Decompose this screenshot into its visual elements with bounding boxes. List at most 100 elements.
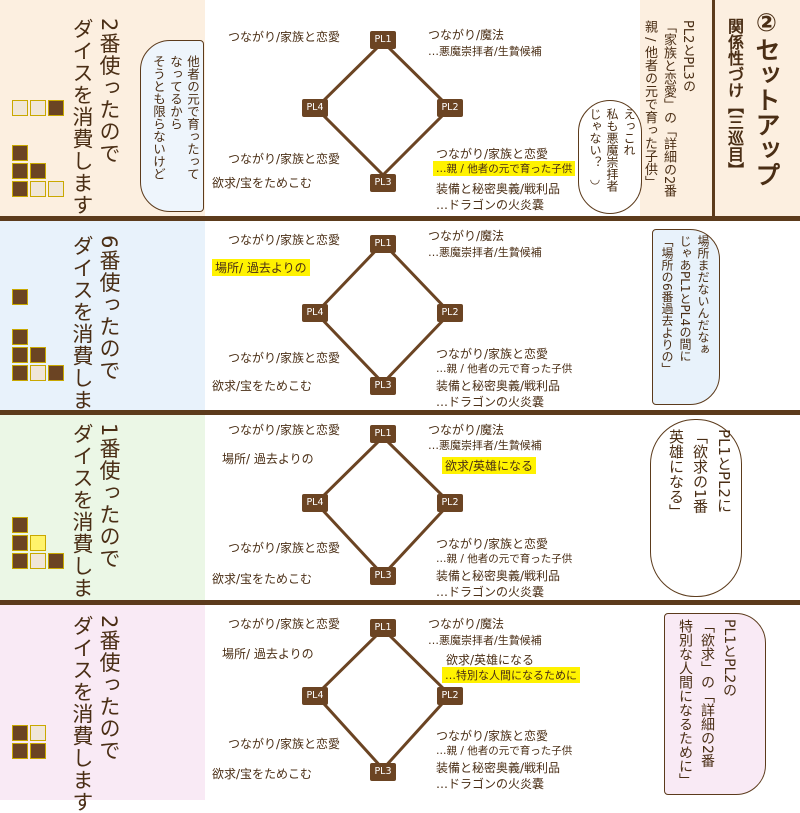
right-note-text: 場所まだないんだなぁ じゃあPL1とPL4の間に 「場所の6番過去よりの」 [660, 235, 710, 375]
dice-icon [30, 163, 46, 179]
pl4-label-1: つながり/家族と恋愛 [228, 541, 341, 555]
node-pl3: PL3 [370, 377, 396, 395]
dice-icon [12, 517, 28, 533]
place-highlight: 場所/ 過去よりの [212, 259, 310, 276]
dice-count-text: 1番使ったので ダイスを消費します [70, 423, 121, 621]
pl3-label-4: …ドラゴンの火炎嚢 [436, 198, 545, 212]
dice-icon [12, 145, 28, 161]
dice-icon [30, 365, 46, 381]
dice-icon [12, 743, 28, 759]
pl1-right-detail: …悪魔崇拝者/生贄候補 [428, 246, 542, 259]
dice-icon [12, 347, 28, 363]
pl1-right-label: つながり/魔法 [428, 28, 505, 42]
node-pl2: PL2 [437, 494, 463, 512]
dice-icon [48, 100, 64, 116]
pl1-right-detail: …悪魔崇拝者/生贄候補 [428, 439, 542, 452]
dice-count-text: 6番使ったので ダイスを消費します [70, 235, 121, 433]
node-pl1: PL1 [370, 619, 396, 637]
panel-divider [0, 600, 800, 605]
panel-3: 1番使ったので ダイスを消費します PL1 PL2 PL3 PL4 つながり/家… [0, 415, 800, 621]
dice-icon [12, 365, 28, 381]
panel-1: 2番使ったので ダイスを消費します 他者の元で育ったって なってるから そうとも… [0, 0, 800, 216]
title-area-bg [715, 0, 800, 216]
dice-group [12, 100, 64, 200]
dice-icon [30, 181, 46, 197]
node-pl2: PL2 [437, 687, 463, 705]
pl1-right-detail: …悪魔崇拝者/生贄候補 [428, 45, 542, 58]
pl1-right-label: つながり/魔法 [428, 229, 505, 243]
dice-icon [12, 553, 28, 569]
node-pl4: PL4 [302, 304, 328, 322]
pl3-label-2: …親 / 他者の元で育った子供 [436, 363, 573, 375]
node-pl2: PL2 [437, 304, 463, 322]
pl3-label-2-highlight: …親 / 他者の元で育った子供 [433, 161, 576, 176]
pl3-label-4: …ドラゴンの火炎嚢 [436, 395, 545, 409]
pl1-right-detail: …悪魔崇拝者/生贄候補 [428, 634, 542, 647]
node-pl3: PL3 [370, 763, 396, 781]
pl4-label-2: 欲求/宝をためこむ [212, 176, 313, 190]
place-label: 場所/ 過去よりの [222, 452, 314, 466]
node-pl3: PL3 [370, 174, 396, 192]
pl3-label-2: …親 / 他者の元で育った子供 [436, 745, 573, 757]
side-note-box [140, 40, 204, 212]
dice-group [12, 517, 64, 593]
pl3-label-2: …親 / 他者の元で育った子供 [436, 553, 573, 565]
speech-bubble-text: えっこれ 私も悪魔崇拝者 じゃない？ ◡ [588, 108, 636, 192]
pl3-label-1: つながり/家族と恋愛 [436, 147, 549, 161]
pl1-right-label: つながり/魔法 [428, 617, 505, 631]
pl3-label-1: つながり/家族と恋愛 [436, 537, 549, 551]
right-note-box [664, 613, 766, 795]
pl4-label-1: つながり/家族と恋愛 [228, 737, 341, 751]
dice-icon [12, 100, 28, 116]
dice-icon [30, 535, 46, 551]
node-pl3: PL3 [370, 567, 396, 585]
side-note-text: 他者の元で育ったって なってるから そうとも限らないけど [151, 55, 200, 180]
panel-2: 6番使ったので ダイスを消費します PL1 PL2 PL3 PL4 つながり/家… [0, 221, 800, 433]
right-note-box [652, 229, 720, 405]
panel-divider [0, 216, 800, 221]
node-pl4: PL4 [302, 99, 328, 117]
dice-icon [30, 347, 46, 363]
panel-4: 2番使ったので ダイスを消費します PL1 PL2 PL3 PL4 つながり/家… [0, 605, 800, 813]
pl4-label-1: つながり/家族と恋愛 [228, 351, 341, 365]
node-pl2: PL2 [437, 99, 463, 117]
pl4-label-1: つながり/家族と恋愛 [228, 152, 341, 166]
page-title: ②セットアップ [752, 8, 781, 187]
pl1-left-label: つながり/家族と恋愛 [228, 233, 341, 247]
dice-icon [48, 181, 64, 197]
dice-icon [30, 725, 46, 741]
pl4-label-2: 欲求/宝をためこむ [212, 379, 313, 393]
pl1-left-label: つながり/家族と恋愛 [228, 617, 341, 631]
panel-3-left-bg [0, 415, 205, 600]
dice-icon [12, 535, 28, 551]
dice-icon [30, 553, 46, 569]
dice-icon [48, 365, 64, 381]
right-note-text: PL2とPL3の 「家族と恋愛」の「詳細の2番 親 / 他者の元で育った子供」 [642, 20, 695, 198]
title-divider [712, 0, 715, 216]
node-pl1: PL1 [370, 425, 396, 443]
page-subtitle: 関係性づけ【三巡目】 [725, 18, 744, 178]
node-pl1: PL1 [370, 31, 396, 49]
place-label: 場所/ 過去よりの [222, 647, 314, 661]
dice-group [12, 289, 64, 399]
dice-icon [12, 289, 28, 305]
dice-icon [12, 329, 28, 345]
pl3-label-3: 装備と秘密奥義/戦利品 [436, 379, 561, 393]
dice-count-text: 2番使ったので ダイスを消費します [70, 615, 121, 813]
dice-icon [12, 725, 28, 741]
pl3-label-1: つながり/家族と恋愛 [436, 347, 549, 361]
desire-highlight: 欲求/英雄になる [442, 457, 537, 474]
speech-bubble [650, 419, 742, 597]
desire-detail-highlight: …特別な人間になるために [442, 667, 580, 683]
node-pl1: PL1 [370, 235, 396, 253]
node-pl4: PL4 [302, 494, 328, 512]
dice-icon [12, 163, 28, 179]
pl3-label-1: つながり/家族と恋愛 [436, 729, 549, 743]
dice-icon [48, 553, 64, 569]
dice-group [12, 725, 62, 795]
speech-bubble [578, 100, 642, 214]
pl4-label-2: 欲求/宝をためこむ [212, 572, 313, 586]
dice-icon [12, 181, 28, 197]
pl1-left-label: つながり/家族と恋愛 [228, 30, 341, 44]
dice-icon [30, 100, 46, 116]
